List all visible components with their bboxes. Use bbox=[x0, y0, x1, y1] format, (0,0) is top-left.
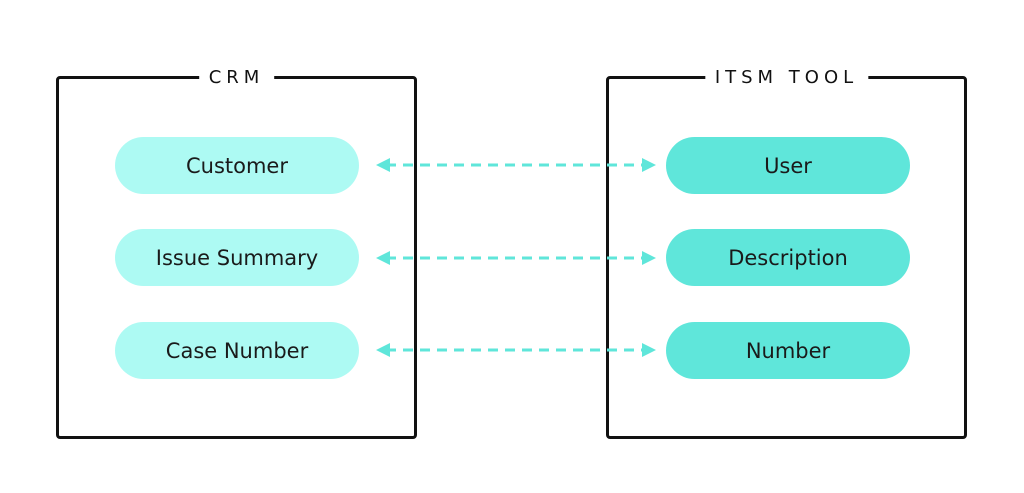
connector-case-number-number bbox=[376, 343, 656, 357]
connector-customer-user bbox=[376, 158, 656, 172]
crm-field-issue-summary: Issue Summary bbox=[115, 229, 359, 286]
arrowhead-left-icon bbox=[376, 158, 390, 172]
arrowhead-right-icon bbox=[642, 251, 656, 265]
arrowhead-right-icon bbox=[642, 158, 656, 172]
crm-panel: CRM bbox=[56, 67, 417, 439]
arrowhead-left-icon bbox=[376, 343, 390, 357]
itsm-panel-title: ITSM TOOL bbox=[704, 67, 869, 89]
crm-panel-title: CRM bbox=[198, 67, 275, 89]
itsm-field-user: User bbox=[666, 137, 910, 194]
crm-field-case-number: Case Number bbox=[115, 322, 359, 379]
arrowhead-left-icon bbox=[376, 251, 390, 265]
crm-field-customer: Customer bbox=[115, 137, 359, 194]
connector-issue-summary-description bbox=[376, 251, 656, 265]
itsm-field-description: Description bbox=[666, 229, 910, 286]
arrowhead-right-icon bbox=[642, 343, 656, 357]
itsm-field-number: Number bbox=[666, 322, 910, 379]
